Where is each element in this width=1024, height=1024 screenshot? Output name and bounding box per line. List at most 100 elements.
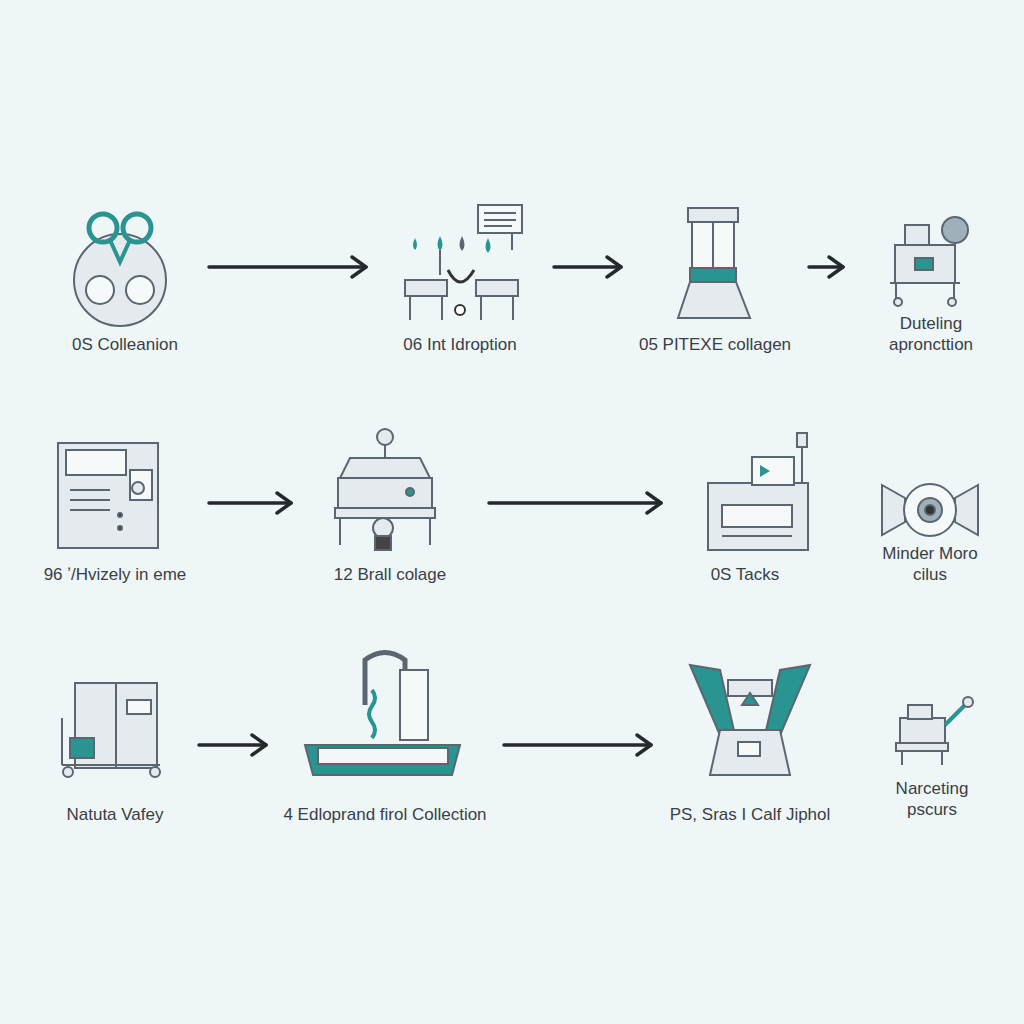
process-step: 06 Int Idroption xyxy=(371,200,549,355)
monitor-machine-icon xyxy=(722,535,792,537)
press-machine-icon xyxy=(429,518,431,545)
monitor-machine-icon xyxy=(760,465,770,477)
conveyor-machine-icon xyxy=(710,730,790,775)
step-label: 05 PITEXE collagen xyxy=(626,334,804,355)
column-icon xyxy=(678,208,750,318)
flow-arrow xyxy=(489,501,661,505)
cabinet-cart-icon xyxy=(62,764,160,766)
wheel-icon xyxy=(882,485,905,535)
monitor-machine-icon xyxy=(797,433,807,447)
cart-machine-icon xyxy=(905,225,929,245)
wheel-icon xyxy=(918,498,942,522)
flow-arrow xyxy=(209,257,366,277)
conveyor-machine-icon xyxy=(738,742,760,756)
control-cabinet-icon xyxy=(118,513,122,517)
small-machine-icon xyxy=(908,705,932,719)
flow-arrow xyxy=(277,493,291,513)
cabinet-cart-icon xyxy=(63,767,73,777)
flow-arrow xyxy=(489,493,661,513)
control-cabinet-icon xyxy=(132,482,144,494)
flow-arrow xyxy=(504,743,651,747)
flow-arrow xyxy=(554,265,621,269)
press-machine-icon xyxy=(340,458,430,478)
dropper-icon xyxy=(480,296,482,320)
monitor-machine-icon xyxy=(722,505,792,527)
process-step: Duteling aproncttion xyxy=(848,210,1014,355)
step-label: 0S Colleanion xyxy=(46,334,204,355)
small-machine-icon xyxy=(901,751,903,765)
flow-arrow xyxy=(252,735,266,755)
flow-arrow xyxy=(199,735,266,755)
small-machine-icon xyxy=(896,697,973,765)
process-step: 0S Tacks xyxy=(666,428,824,585)
cabinet-cart-icon xyxy=(115,683,117,768)
cart-machine-icon xyxy=(890,283,960,300)
small-machine-icon xyxy=(963,697,973,707)
cabinet-cart-icon xyxy=(61,718,63,765)
tray-pump-icon xyxy=(305,653,460,776)
flow-arrow xyxy=(352,257,366,277)
process-step: 05 PITEXE collagen xyxy=(626,205,804,355)
dropper-icon xyxy=(413,238,417,250)
press-machine-icon xyxy=(335,508,435,518)
dropper-icon xyxy=(478,205,522,233)
monitor-machine-icon xyxy=(752,457,794,485)
dropper-icon xyxy=(460,236,465,251)
process-step: Minder Moro cilus xyxy=(865,475,995,585)
control-cabinet-icon xyxy=(70,499,110,501)
flow-arrow xyxy=(637,735,651,755)
wheel-icon xyxy=(904,484,956,536)
process-step: 12 Brall colage xyxy=(296,425,484,585)
collection-icon xyxy=(74,234,166,326)
flow-arrow xyxy=(809,265,843,269)
press-machine-icon xyxy=(335,429,435,550)
flow-arrow xyxy=(829,257,843,277)
small-machine-icon xyxy=(945,705,965,725)
control-cabinet-icon xyxy=(70,489,110,491)
collection-icon xyxy=(123,214,151,242)
cart-machine-icon xyxy=(895,245,955,283)
dropper-icon xyxy=(484,225,512,227)
small-machine-icon xyxy=(900,718,945,743)
control-cabinet-icon xyxy=(58,443,158,548)
conveyor-machine-icon xyxy=(742,693,758,705)
tray-pump-icon xyxy=(305,745,460,775)
wheel-icon xyxy=(882,484,978,536)
dropper-icon xyxy=(484,212,516,214)
cart-machine-icon xyxy=(890,217,968,306)
column-icon xyxy=(690,268,736,282)
cart-machine-icon xyxy=(948,298,956,306)
conveyor-machine-icon xyxy=(690,665,810,775)
press-machine-icon xyxy=(377,429,393,445)
step-label: Natuta Vafey xyxy=(36,804,194,825)
process-step: 4 Edloprand firol Collection xyxy=(271,645,499,825)
small-machine-icon xyxy=(896,743,948,751)
dropper-icon xyxy=(439,250,441,275)
collection-icon xyxy=(74,214,166,326)
dropper-icon xyxy=(448,270,474,282)
collection-icon xyxy=(126,276,154,304)
control-cabinet-icon xyxy=(58,443,158,548)
process-step: 96 ʼ/Hvizely in eme xyxy=(26,430,204,585)
cart-machine-icon xyxy=(894,298,902,306)
collection-icon xyxy=(86,276,114,304)
step-label: Minder Moro cilus xyxy=(870,543,990,585)
press-machine-icon xyxy=(406,488,414,496)
step-label: Narceting pscurs xyxy=(872,778,992,820)
process-step: Natuta Vafey xyxy=(36,670,194,825)
control-cabinet-icon xyxy=(66,450,126,475)
flow-arrow xyxy=(607,257,621,277)
flow-arrow xyxy=(209,501,291,505)
dropper-icon xyxy=(409,296,411,320)
dropper-icon xyxy=(441,296,443,320)
dropper-icon xyxy=(405,205,522,320)
conveyor-machine-icon xyxy=(690,665,735,740)
flow-arrow xyxy=(209,493,291,513)
tray-pump-icon xyxy=(318,748,448,764)
collection-icon xyxy=(110,240,130,262)
monitor-machine-icon xyxy=(708,433,808,550)
cabinet-cart-icon xyxy=(127,700,151,714)
dropper-icon xyxy=(512,296,514,320)
step-label: 4 Edloprand firol Collection xyxy=(271,804,499,825)
